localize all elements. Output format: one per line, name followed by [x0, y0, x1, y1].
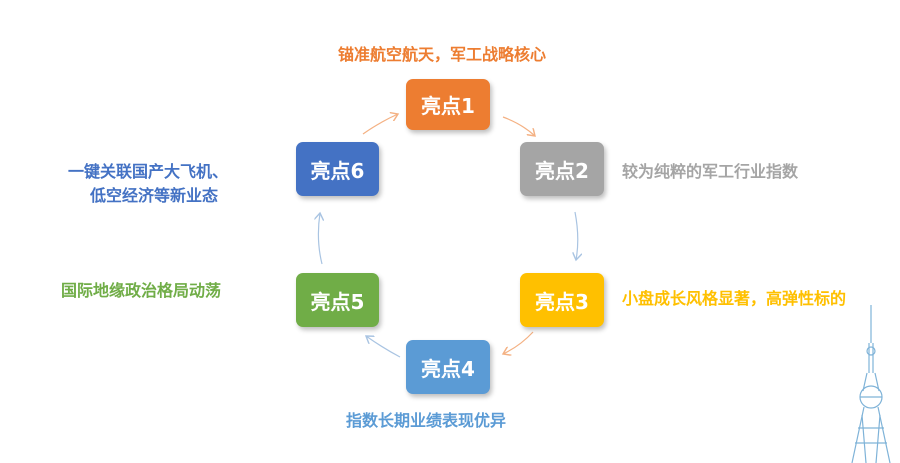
caption-6-line-2: 低空经济等新业态	[90, 186, 219, 205]
node-label: 亮点5	[310, 289, 365, 314]
arrow-6-to-1	[362, 114, 398, 135]
caption-6-line-1: 一键关联国产大飞机、	[68, 162, 229, 181]
arrow-4-to-5	[366, 336, 401, 358]
node-highlight-5[interactable]: 亮点5	[296, 273, 379, 327]
node-label: 亮点3	[535, 289, 589, 314]
tv-tower-decoration	[851, 305, 891, 463]
arrow-3-to-4	[503, 331, 534, 354]
node-highlight-1[interactable]: 亮点1	[406, 79, 490, 130]
node-label: 亮点4	[421, 356, 475, 381]
arrow-2-to-3	[575, 211, 578, 260]
caption-4: 指数长期业绩表现优异	[346, 411, 507, 430]
node-label: 亮点2	[535, 158, 589, 183]
arrow-1-to-2	[502, 116, 535, 136]
node-highlight-6[interactable]: 亮点6	[296, 142, 379, 196]
node-label: 亮点1	[421, 94, 475, 118]
arrow-5-to-6	[318, 213, 322, 265]
caption-1: 锚准航空航天，军工战略核心	[338, 45, 547, 64]
node-highlight-3[interactable]: 亮点3	[520, 273, 604, 327]
caption-3: 小盘成长风格显著，高弹性标的	[622, 289, 847, 308]
caption-5: 国际地缘政治格局动荡	[61, 281, 222, 300]
node-label: 亮点6	[310, 158, 365, 183]
caption-2: 较为纯粹的军工行业指数	[622, 162, 799, 181]
node-highlight-2[interactable]: 亮点2	[520, 142, 604, 196]
node-highlight-4[interactable]: 亮点4	[406, 340, 490, 394]
